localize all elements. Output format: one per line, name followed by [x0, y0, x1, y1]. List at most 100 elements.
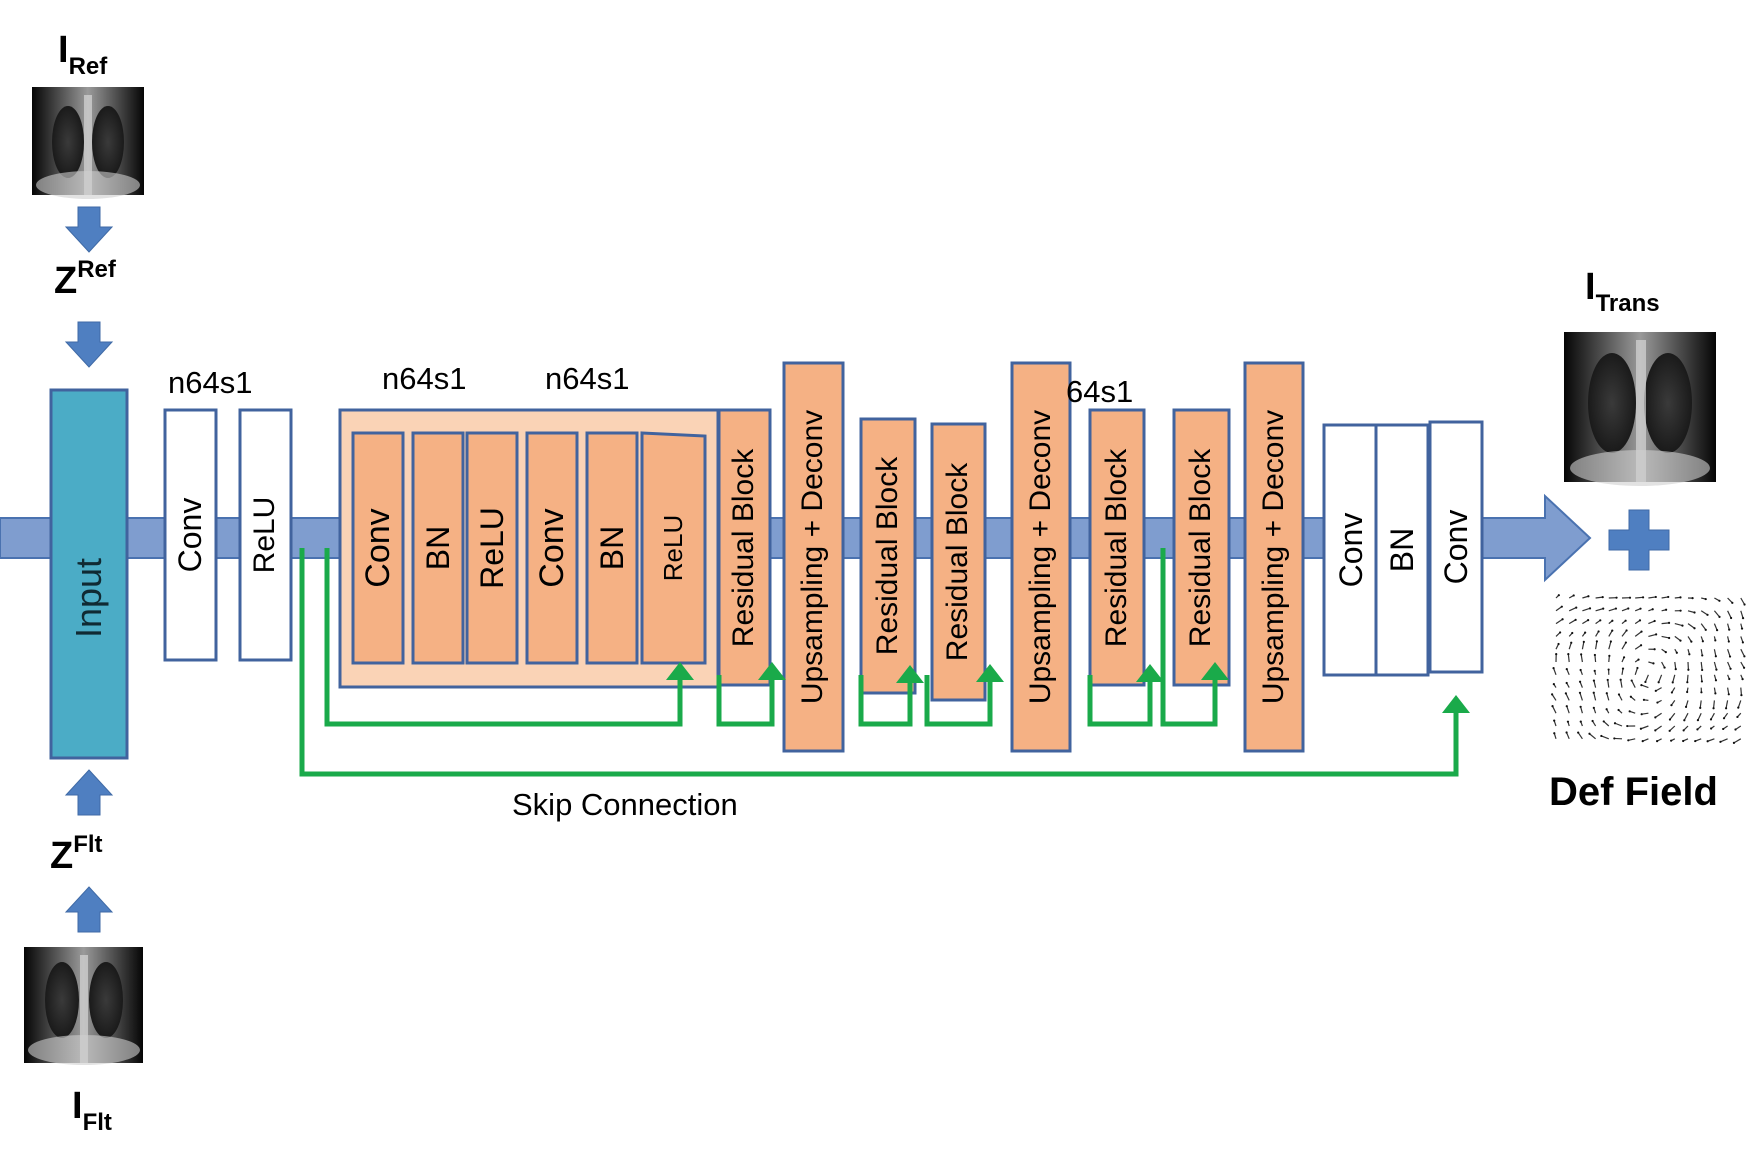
deformation-vector-head [1587, 618, 1590, 622]
block-label-res-conv1: Conv [359, 508, 397, 588]
deformation-vector [1580, 706, 1583, 714]
deformation-vector [1641, 712, 1649, 715]
residual-block-4 [1088, 408, 1146, 687]
deformation-vector-head [1552, 667, 1555, 670]
xray-ref-image [32, 87, 144, 199]
deformation-vector [1634, 667, 1639, 675]
deformation-vector-head [1602, 607, 1605, 610]
deformation-vector-head [1582, 640, 1585, 643]
deformation-field-image [1549, 590, 1754, 752]
deformation-vector [1595, 608, 1604, 612]
deformation-vector [1631, 680, 1636, 688]
block-label-res-conv2: Conv [533, 508, 571, 588]
deformation-vector [1661, 635, 1670, 639]
deformation-vector-head [1565, 705, 1568, 708]
deformation-vector-head [1619, 678, 1622, 681]
deformation-vector-head [1611, 629, 1614, 632]
deformation-vector [1580, 654, 1583, 663]
deformation-vector-head [1551, 705, 1554, 708]
deformation-vector-head [1571, 631, 1574, 635]
deformation-vector-head [1551, 693, 1554, 696]
deformation-vector [1644, 674, 1649, 683]
deformation-vector-head [1584, 631, 1587, 634]
deformation-vector-head [1615, 596, 1618, 599]
deformation-vector-head [1737, 706, 1740, 709]
deformation-vector-head [1579, 705, 1582, 708]
deformation-vector [1700, 674, 1703, 682]
deformation-vector-head [1693, 611, 1696, 614]
deformation-vector [1621, 607, 1629, 612]
deformation-vector-head [1742, 666, 1746, 669]
deformation-vector [1567, 653, 1570, 663]
deformation-vector-head [1644, 680, 1647, 684]
conv-block-1 [163, 408, 218, 662]
deformation-vector-head [1709, 718, 1713, 721]
deformation-vector-head [1605, 692, 1608, 695]
header-n64s1-1: n64s1 [168, 365, 253, 400]
deformation-vector [1635, 596, 1644, 599]
deformation-vector-head [1699, 706, 1702, 709]
deformation-vector-head [1714, 679, 1718, 682]
deformation-vector [1648, 620, 1655, 625]
deformation-vector-head [1592, 706, 1595, 709]
deformation-vector-head [1700, 691, 1703, 694]
deformation-vector-head [1655, 633, 1658, 636]
deformation-vector [1551, 705, 1557, 714]
deformation-vector [1601, 735, 1610, 740]
upsampling-block-3 [1243, 361, 1305, 753]
res-bn-block-2 [585, 431, 639, 665]
deformation-vector [1713, 661, 1718, 670]
block-label-res-relu1: ReLU [474, 507, 510, 589]
ref-down-arrow-2 [64, 321, 114, 368]
deformation-vector-head [1574, 618, 1577, 621]
deformation-vector-head [1682, 729, 1685, 732]
final-conv-block-2 [1428, 420, 1484, 674]
deformation-vector-head [1560, 605, 1563, 608]
header-n64s1-2: n64s1 [382, 361, 467, 396]
deformation-vector-head [1614, 607, 1618, 610]
deformation-vector [1674, 635, 1681, 642]
deformation-vector [1740, 648, 1745, 657]
deformation-vector-head [1565, 681, 1568, 685]
deformation-vector-head [1668, 729, 1671, 732]
deformation-vector-head [1609, 640, 1612, 643]
deformation-vector-head [1622, 656, 1626, 659]
deformation-vector-head [1679, 609, 1682, 612]
deformation-vector-head [1656, 740, 1659, 743]
xray-trans-image [1564, 332, 1716, 486]
deformation-vector [1593, 680, 1597, 688]
header-n64s1-3: n64s1 [545, 361, 630, 396]
deformation-vector [1712, 700, 1715, 709]
plus-icon [1608, 509, 1670, 571]
deformation-vector [1595, 596, 1603, 599]
xray-flt-image [24, 947, 143, 1065]
deformation-vector [1621, 630, 1628, 637]
deformation-vector-head [1565, 731, 1568, 734]
flt-up-arrow-2 [64, 886, 114, 933]
deformation-vector [1581, 641, 1585, 650]
deformation-vector-head [1670, 691, 1674, 694]
deformation-vector-head [1718, 615, 1721, 618]
deformation-vector [1603, 720, 1610, 727]
deformation-vector [1565, 693, 1570, 701]
deformation-vector-head [1640, 713, 1643, 716]
deformation-vector-head [1740, 693, 1743, 697]
relu-block-1 [238, 408, 293, 662]
deformation-vector [1710, 712, 1715, 720]
block-label-res-bn2: BN [594, 525, 630, 571]
deformation-vector [1683, 712, 1689, 721]
deformation-vector-head [1654, 689, 1657, 692]
deformation-vector-head [1693, 627, 1696, 630]
deformation-vector [1634, 631, 1642, 637]
deformation-vector [1674, 661, 1677, 670]
upsampling-block-2 [1010, 361, 1072, 753]
deformation-vector [1582, 619, 1589, 625]
deformation-vector-head [1691, 596, 1694, 600]
deformation-vector-head [1567, 652, 1570, 656]
deformation-vector-head [1667, 621, 1671, 624]
deformation-vector-head [1715, 668, 1718, 671]
deformation-vector-head [1606, 678, 1609, 682]
block-label-final-bn: BN [1384, 527, 1420, 573]
deformation-vector-head [1588, 732, 1591, 735]
